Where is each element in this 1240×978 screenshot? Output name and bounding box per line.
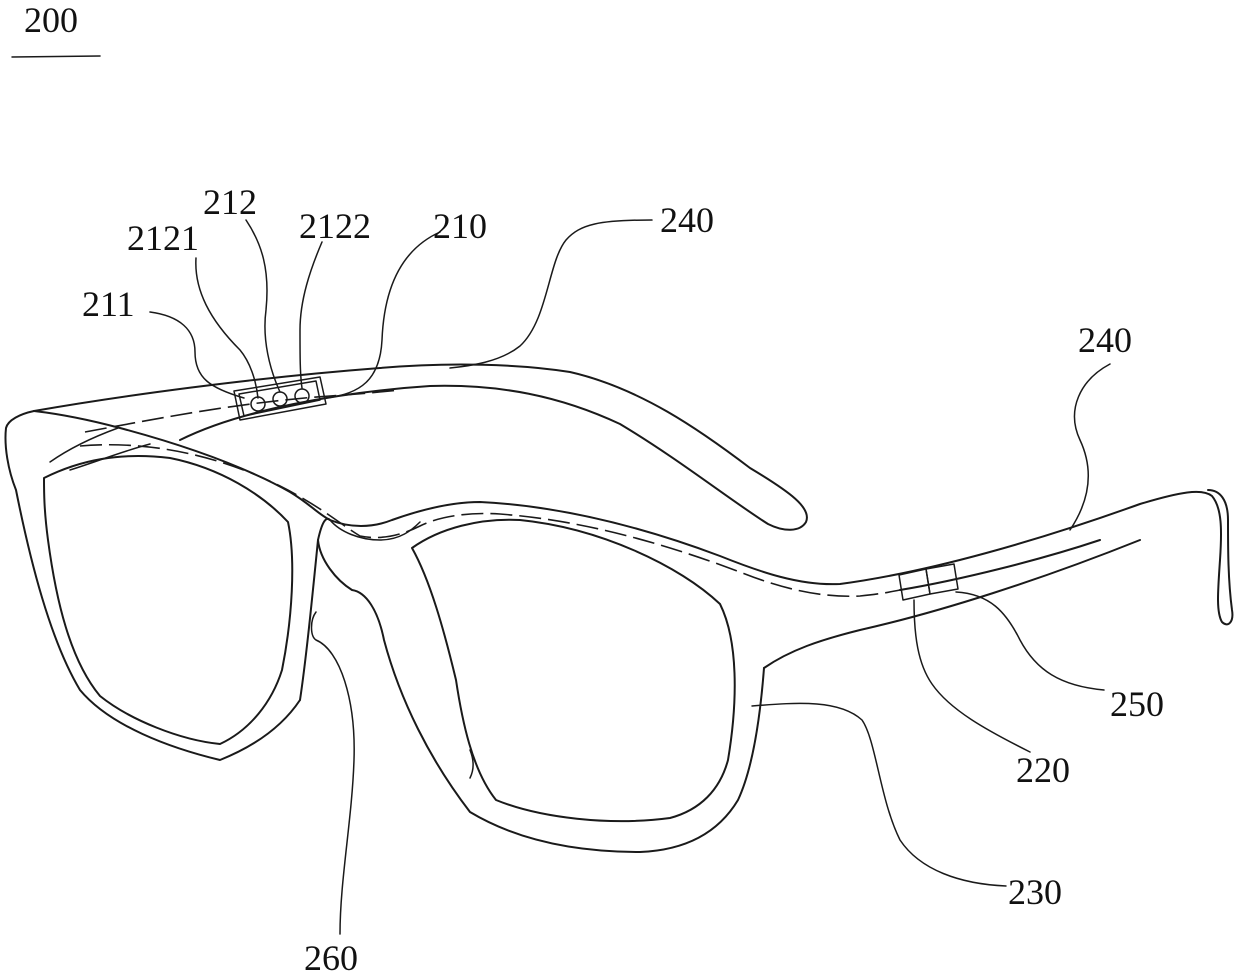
figure-number-underline [12, 56, 100, 57]
label-260: 260 [304, 938, 358, 978]
circle-212 [273, 392, 287, 406]
label-220: 220 [1016, 750, 1070, 790]
module-210 [234, 377, 326, 420]
label-2121: 2121 [127, 218, 199, 258]
circle-2121 [251, 397, 265, 411]
label-230: 230 [1008, 872, 1062, 912]
label-210: 210 [433, 206, 487, 246]
label-240-right: 240 [1078, 320, 1132, 360]
label-250: 250 [1110, 684, 1164, 724]
label-2122: 2122 [299, 206, 371, 246]
circle-2122 [295, 389, 309, 403]
reference-labels: 211 2121 212 2122 210 240 240 250 220 23… [82, 182, 1164, 978]
label-240-top: 240 [660, 200, 714, 240]
label-212: 212 [203, 182, 257, 222]
label-211: 211 [82, 284, 135, 324]
figure-number: 200 [24, 0, 78, 40]
